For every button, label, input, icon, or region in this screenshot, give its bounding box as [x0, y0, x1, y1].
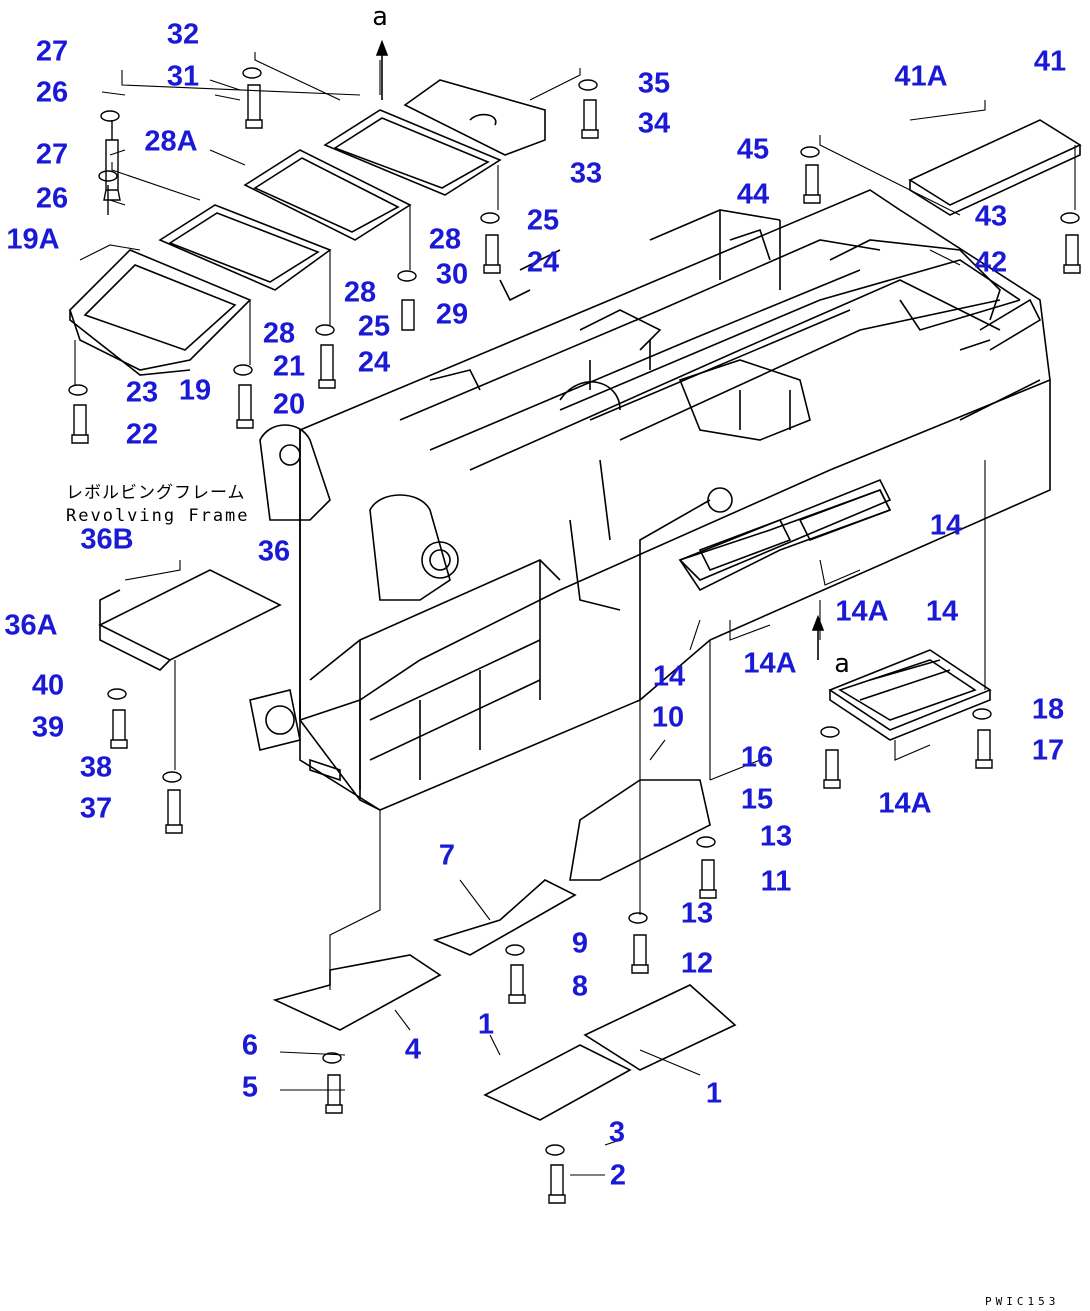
callout-25: 25: [357, 310, 391, 343]
callout-28: 28: [428, 223, 462, 256]
callout-36: 36: [257, 535, 291, 568]
callout-13: 13: [680, 897, 714, 930]
callout-14A: 14A: [878, 787, 932, 820]
callout-40: 40: [31, 669, 65, 702]
frame-label-en: Revolving Frame: [66, 506, 250, 526]
callout-18: 18: [1031, 693, 1065, 726]
callout-38: 38: [79, 751, 113, 784]
callout-39: 39: [31, 711, 65, 744]
callout-26: 26: [35, 182, 69, 215]
leader-lines: [74, 52, 1076, 1176]
callout-6: 6: [241, 1029, 259, 1062]
callout-14A: 14A: [835, 595, 889, 628]
callout-19: 19: [178, 374, 212, 407]
callout-9: 9: [571, 927, 589, 960]
callout-24: 24: [526, 246, 560, 279]
callout-13: 13: [759, 820, 793, 853]
callout-1: 1: [705, 1077, 723, 1110]
direction-arrows: [375, 39, 825, 660]
callout-1: 1: [477, 1008, 495, 1041]
callout-5: 5: [241, 1071, 259, 1104]
callout-25: 25: [526, 204, 560, 237]
callout-20: 20: [272, 388, 306, 421]
callout-42: 42: [974, 246, 1008, 279]
cover-group-14: [678, 488, 992, 741]
callout-16: 16: [740, 741, 774, 774]
callout-27: 27: [35, 35, 69, 68]
callout-30: 30: [435, 258, 469, 291]
arrow-label-a-bottom: a: [834, 649, 850, 679]
under-covers: [272, 779, 737, 1121]
callout-10: 10: [651, 701, 685, 734]
callout-14: 14: [925, 595, 959, 628]
callout-28: 28: [262, 317, 296, 350]
callout-14: 14: [929, 509, 963, 542]
callout-14: 14: [652, 660, 686, 693]
callout-35: 35: [637, 67, 671, 100]
bolts-washers: [68, 67, 1081, 1204]
callout-36B: 36B: [80, 523, 134, 556]
callout-7: 7: [438, 839, 456, 872]
callout-14A: 14A: [743, 647, 797, 680]
callout-29: 29: [435, 298, 469, 331]
callout-32: 32: [166, 18, 200, 51]
callout-4: 4: [404, 1033, 422, 1066]
callout-15: 15: [740, 783, 774, 816]
callout-12: 12: [680, 947, 714, 980]
cover-41: [908, 119, 1082, 216]
callout-33: 33: [569, 157, 603, 190]
callout-36A: 36A: [4, 609, 58, 642]
callout-17: 17: [1031, 734, 1065, 767]
callout-8: 8: [571, 970, 589, 1003]
callout-34: 34: [637, 107, 671, 140]
callout-19A: 19A: [6, 223, 60, 256]
callout-43: 43: [974, 200, 1008, 233]
cover-group-top: [69, 79, 546, 376]
callout-28: 28: [343, 276, 377, 309]
revolving-frame-body: [249, 189, 1051, 811]
callout-31: 31: [166, 60, 200, 93]
callout-27: 27: [35, 138, 69, 171]
callout-41A: 41A: [894, 60, 948, 93]
arrow-label-a-top: a: [372, 2, 388, 32]
drawing-code: PWIC153: [985, 1295, 1060, 1308]
callout-21: 21: [272, 350, 306, 383]
frame-label-jp: レボルビングフレーム: [66, 483, 246, 503]
callout-37: 37: [79, 792, 113, 825]
callout-2: 2: [609, 1159, 627, 1192]
callout-11: 11: [760, 865, 792, 898]
callout-23: 23: [125, 376, 159, 409]
callout-24: 24: [357, 346, 391, 379]
callout-44: 44: [736, 178, 770, 211]
callout-45: 45: [736, 133, 770, 166]
callout-28A: 28A: [144, 125, 198, 158]
cover-36: [98, 569, 282, 671]
callout-3: 3: [608, 1116, 626, 1149]
callout-22: 22: [125, 418, 159, 451]
callout-26: 26: [35, 76, 69, 109]
callout-41: 41: [1033, 45, 1067, 78]
